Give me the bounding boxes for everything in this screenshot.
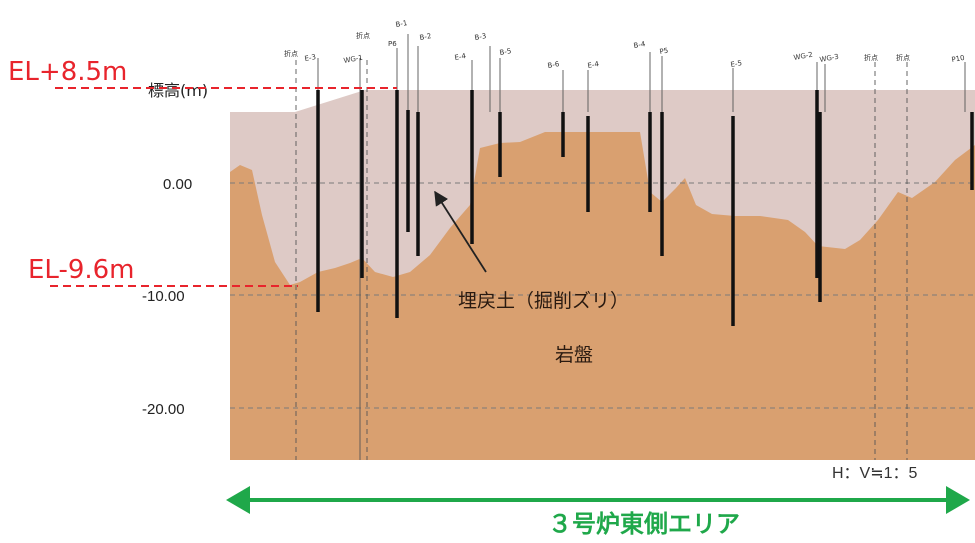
borehole-label: P10 [951,54,965,64]
y-tick-0: 0.00 [163,176,192,193]
borehole-label: WG-2 [793,51,813,62]
borehole-label: E-4 [587,60,600,70]
area-label: ３号炉東側エリア [548,510,740,538]
borehole-label: B-6 [547,60,561,70]
borehole-label: 折点 [896,53,910,62]
y-tick-minus10: -10.00 [142,288,185,305]
bedrock-label: 岩盤 [555,344,593,366]
borehole-label: P5 [659,47,669,56]
bedrock-area [230,132,975,460]
borehole-label: WG-3 [819,53,839,64]
borehole-label: E-3 [304,53,317,63]
borehole-label: P6 [388,40,397,48]
borehole-label: B-4 [633,40,647,50]
borehole-label: 折点 [356,31,370,40]
el-bottom-label: EL-9.6m [28,255,135,285]
borehole-label: E-5 [730,59,743,69]
el-top-label: EL+8.5m [8,57,127,87]
fill-label-arrow [434,190,487,273]
borehole-label: B-5 [499,47,512,57]
area-range-arrow [226,486,970,514]
y-axis-label: 標高(m) [148,81,208,100]
borehole-label: 折点 [284,49,298,58]
borehole-label: WG-1 [343,54,363,65]
borehole-label: 折点 [864,53,878,62]
borehole-guide-lines [295,34,966,460]
y-tick-minus20: -20.00 [142,401,185,418]
borehole-label: B-2 [419,32,432,42]
borehole-label: B-3 [474,32,487,42]
borehole-label-tags: 折点 E-3 WG-1 折点 P6 B-1 B-2 E-4 B-3 B-5 B-… [284,19,965,70]
borehole-label: B-1 [395,19,408,29]
borehole-bars [316,90,974,326]
borehole-label: E-4 [454,52,467,62]
fill-label: 埋戻土（掘削ズリ） [458,290,629,312]
scale-ratio: H：V≒1：5 [832,465,918,482]
